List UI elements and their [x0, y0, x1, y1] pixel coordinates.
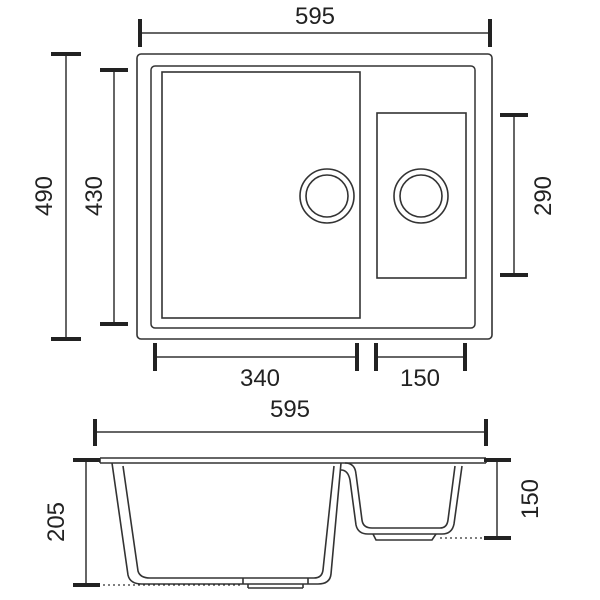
top-view: 595 490 430 290 340: [31, 3, 557, 392]
dimension-label-small-bowl-height: 150: [517, 479, 544, 519]
large-bowl-side-profile: [111, 462, 342, 589]
large-bowl-drain-icon: [299, 168, 355, 224]
dimension-label-overall-width-side: 595: [270, 396, 310, 423]
dimension-label-small-bowl-depth: 290: [530, 176, 557, 216]
small-bowl-drain-icon: [393, 168, 449, 224]
dimension-overall-depth: 490: [31, 52, 81, 341]
sink-side-rim: [99, 457, 487, 464]
dimension-label-large-bowl-width: 340: [240, 365, 280, 392]
dimension-label-overall-width-top: 595: [295, 3, 335, 30]
small-bowl-side-profile: [340, 462, 463, 541]
dimension-small-bowl-width: 150: [374, 343, 467, 392]
large-bowl-outline: [161, 71, 361, 319]
side-view: 595: [43, 396, 544, 589]
dimension-label-small-bowl-width: 150: [400, 365, 440, 392]
dimension-small-bowl-height: 150: [484, 458, 544, 540]
dimension-label-large-bowl-height: 205: [43, 502, 70, 542]
dimension-label-inner-depth: 430: [81, 176, 108, 216]
dimension-large-bowl-width: 340: [153, 343, 359, 392]
dimension-overall-width-top: 595: [138, 3, 492, 47]
dimension-label-overall-depth: 490: [31, 176, 58, 216]
dimension-small-bowl-depth: 290: [500, 113, 557, 277]
sink-outer-outline: [136, 53, 493, 340]
dimension-overall-width-side: 595: [93, 396, 488, 446]
dimension-large-bowl-height: 205: [43, 458, 100, 587]
sink-rim-outline: [150, 65, 476, 329]
small-bowl-outline: [376, 112, 467, 279]
dimension-inner-depth: 430: [81, 68, 128, 326]
